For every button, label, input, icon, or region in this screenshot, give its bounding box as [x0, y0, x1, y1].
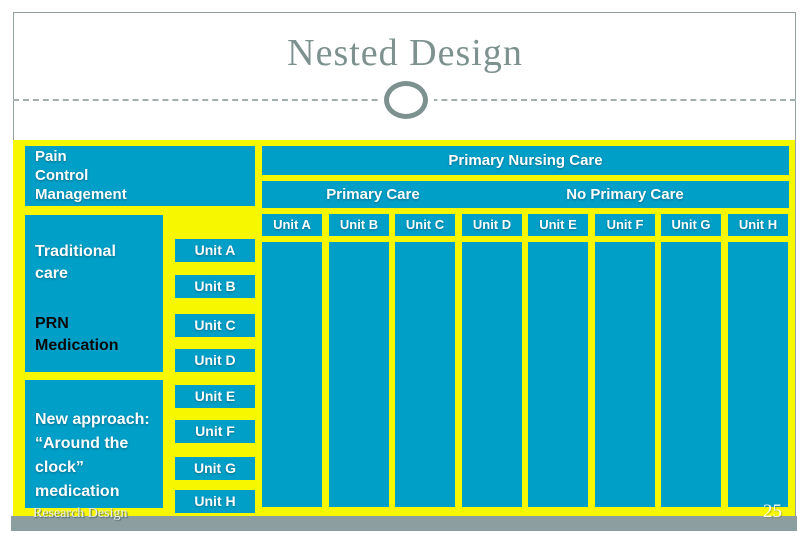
treatment-label-line: PRN — [35, 315, 69, 332]
col-header-unit-f: Unit F — [595, 214, 655, 236]
unit-column-a — [262, 242, 322, 507]
unit-column-d — [462, 242, 522, 507]
col-header-unit-a: Unit A — [262, 214, 322, 236]
row-factor-line: Control — [35, 167, 89, 184]
divider-circle-ornament — [384, 81, 428, 119]
nested-design-table: Pain Control Management Primary Nursing … — [13, 140, 795, 517]
slide-title: Nested Design — [287, 32, 523, 74]
unit-row-c: Unit C — [175, 314, 255, 337]
unit-column-e — [528, 242, 588, 507]
unit-column-h — [728, 242, 788, 507]
treatment-label-line: Traditional — [35, 243, 116, 260]
col-header-primary-nursing-care: Primary Nursing Care — [262, 146, 789, 175]
col-header-primary-care: Primary Care — [326, 186, 420, 203]
footer-title: Research Design — [33, 506, 128, 521]
treatment-label-line: clock” — [35, 459, 84, 476]
unit-column-g — [661, 242, 721, 507]
col-header-unit-e: Unit E — [528, 214, 588, 236]
treatment-label-line: care — [35, 265, 68, 282]
unit-column-b — [329, 242, 389, 507]
treatment-label-line: “Around the — [35, 435, 129, 452]
unit-row-e: Unit E — [175, 385, 255, 408]
spacer — [35, 285, 163, 313]
unit-row-g: Unit G — [175, 457, 255, 480]
treatment-new-approach: New approach: “Around the clock” medicat… — [25, 380, 163, 508]
unit-row-d: Unit D — [175, 349, 255, 372]
unit-row-b: Unit B — [175, 275, 255, 298]
footer-bar — [11, 516, 797, 531]
unit-row-f: Unit F — [175, 420, 255, 443]
row-factor-header: Pain Control Management — [25, 146, 255, 206]
page-number: 25 — [763, 501, 782, 522]
unit-row-a: Unit A — [175, 239, 255, 262]
col-header-unit-g: Unit G — [661, 214, 721, 236]
col-subheader-row: Primary Care No Primary Care — [262, 181, 789, 208]
treatment-label-line: medication — [35, 483, 120, 500]
treatment-label-line: New approach: — [35, 411, 150, 428]
col-header-unit-c: Unit C — [395, 214, 455, 236]
col-header-unit-b: Unit B — [329, 214, 389, 236]
row-factor-line: Management — [35, 186, 127, 203]
unit-column-f — [595, 242, 655, 507]
row-factor-line: Pain — [35, 148, 67, 165]
col-header-no-primary-care: No Primary Care — [566, 186, 684, 203]
unit-row-h: Unit H — [175, 490, 255, 513]
treatment-traditional-care-prn: Traditional care PRN Medication — [25, 215, 163, 372]
treatment-label-line: Medication — [35, 337, 119, 354]
col-header-unit-h: Unit H — [728, 214, 788, 236]
col-header-unit-d: Unit D — [462, 214, 522, 236]
unit-column-c — [395, 242, 455, 507]
